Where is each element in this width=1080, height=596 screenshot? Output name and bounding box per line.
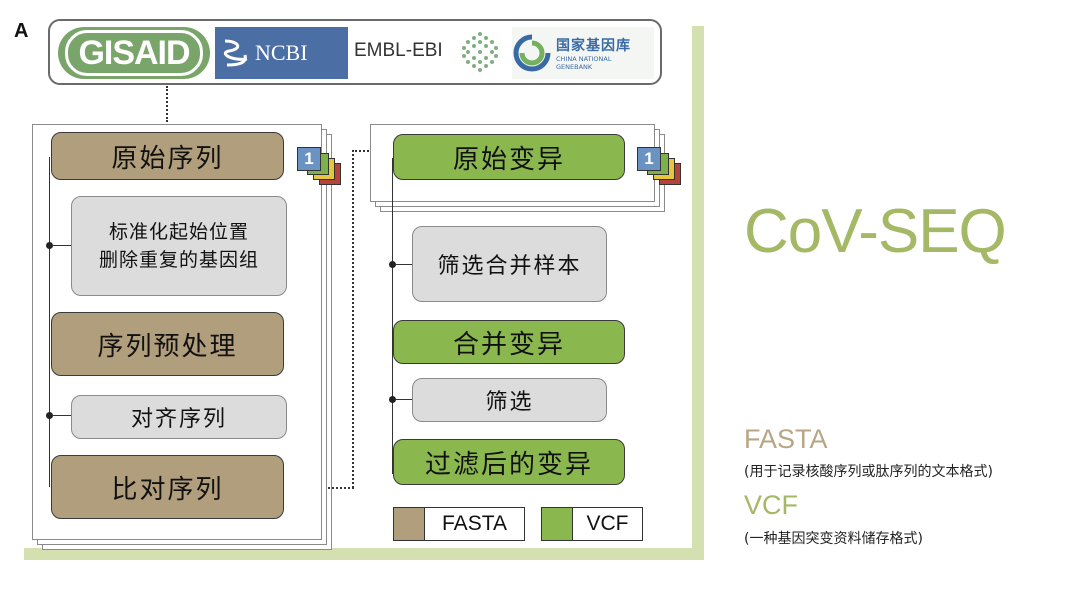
- merge-variants-box: 合并变异: [393, 320, 625, 364]
- filtered-variants-label: 过滤后的变异: [424, 449, 593, 480]
- embl-ebi-logo-text: EMBL-EBI: [354, 40, 443, 61]
- gisaid-logo: GISAID: [58, 27, 210, 79]
- cngb-logo-en-1: CHINA NATIONAL: [556, 55, 612, 63]
- left-branch-dot: [46, 242, 53, 249]
- vcf-description: (一种基因突变资料储存格式): [744, 531, 923, 547]
- filter-merge-step-box: 筛选合并样本: [412, 226, 607, 302]
- right-branch-line: [395, 264, 413, 265]
- left-branch-dot: [46, 412, 53, 419]
- cngb-logo-en-2: GENEBANK: [556, 63, 593, 71]
- normalize-step-box: 标准化起始位置 删除重复的基因组: [71, 196, 287, 296]
- legend-vcf: VCF: [541, 507, 643, 541]
- right-count-badge-stack: 1: [635, 145, 687, 197]
- left-count-badge-stack: 1: [295, 145, 347, 197]
- left-to-right-connector-top: [352, 150, 372, 152]
- preprocess-label: 序列预处理: [97, 331, 238, 362]
- cngb-logo: 国家基因库 CHINA NATIONAL GENEBANK: [512, 27, 654, 79]
- legend-fasta-swatch: [394, 508, 425, 540]
- left-branch-line: [52, 415, 72, 416]
- panel-label: A: [14, 20, 29, 42]
- fasta-description: (用于记录核酸序列或肽序列的文本格式): [744, 464, 993, 480]
- right-branch-line: [395, 399, 413, 400]
- merge-variants-label: 合并变异: [452, 329, 565, 360]
- vcf-heading: VCF: [744, 490, 798, 520]
- cngb-logo-cn: 国家基因库: [556, 38, 631, 54]
- legend-fasta-label: FASTA: [442, 512, 507, 535]
- filtered-variants-box: 过滤后的变异: [393, 439, 625, 485]
- raw-sequence-box: 原始序列: [51, 132, 284, 180]
- left-to-right-connector-v: [352, 150, 354, 488]
- aligned-sequence-box: 比对序列: [51, 455, 284, 519]
- raw-variants-box: 原始变异: [393, 134, 625, 180]
- left-branch-line: [52, 245, 72, 246]
- right-tree-line: [392, 158, 393, 474]
- left-tree-line: [49, 157, 50, 487]
- right-branch-dot: [389, 261, 396, 268]
- aligned-sequence-label: 比对序列: [111, 474, 224, 505]
- filter-label: 筛选: [485, 390, 534, 415]
- logo-to-left-connector: [166, 86, 168, 122]
- cngb-circle-icon: [513, 34, 551, 72]
- legend-vcf-label: VCF: [586, 512, 629, 535]
- legend-fasta: FASTA: [393, 507, 525, 541]
- align-label: 对齐序列: [130, 407, 227, 432]
- right-branch-dot: [389, 396, 396, 403]
- raw-variants-label: 原始变异: [452, 144, 565, 175]
- legend-vcf-swatch: [542, 508, 573, 540]
- right-count-badge: 1: [637, 147, 661, 171]
- ncbi-logo: NCBI: [215, 27, 348, 79]
- ncbi-logo-text: NCBI: [255, 40, 308, 65]
- normalize-line-2: 删除重复的基因组: [98, 249, 259, 271]
- raw-sequence-label: 原始序列: [111, 143, 224, 174]
- filter-merge-label: 筛选合并样本: [437, 254, 582, 279]
- ncbi-helix-icon: [223, 39, 248, 67]
- cov-seq-title: CoV-SEQ: [744, 197, 1007, 266]
- gisaid-logo-text: GISAID: [65, 30, 203, 76]
- filter-step-box: 筛选: [412, 378, 607, 422]
- left-to-right-connector-h: [328, 487, 354, 489]
- align-step-box: 对齐序列: [71, 395, 287, 439]
- normalize-line-1: 标准化起始位置: [108, 221, 249, 243]
- left-count-badge: 1: [297, 147, 321, 171]
- preprocess-box: 序列预处理: [51, 312, 284, 376]
- embl-ebi-dots-icon: [462, 32, 498, 72]
- fasta-heading: FASTA: [744, 424, 828, 454]
